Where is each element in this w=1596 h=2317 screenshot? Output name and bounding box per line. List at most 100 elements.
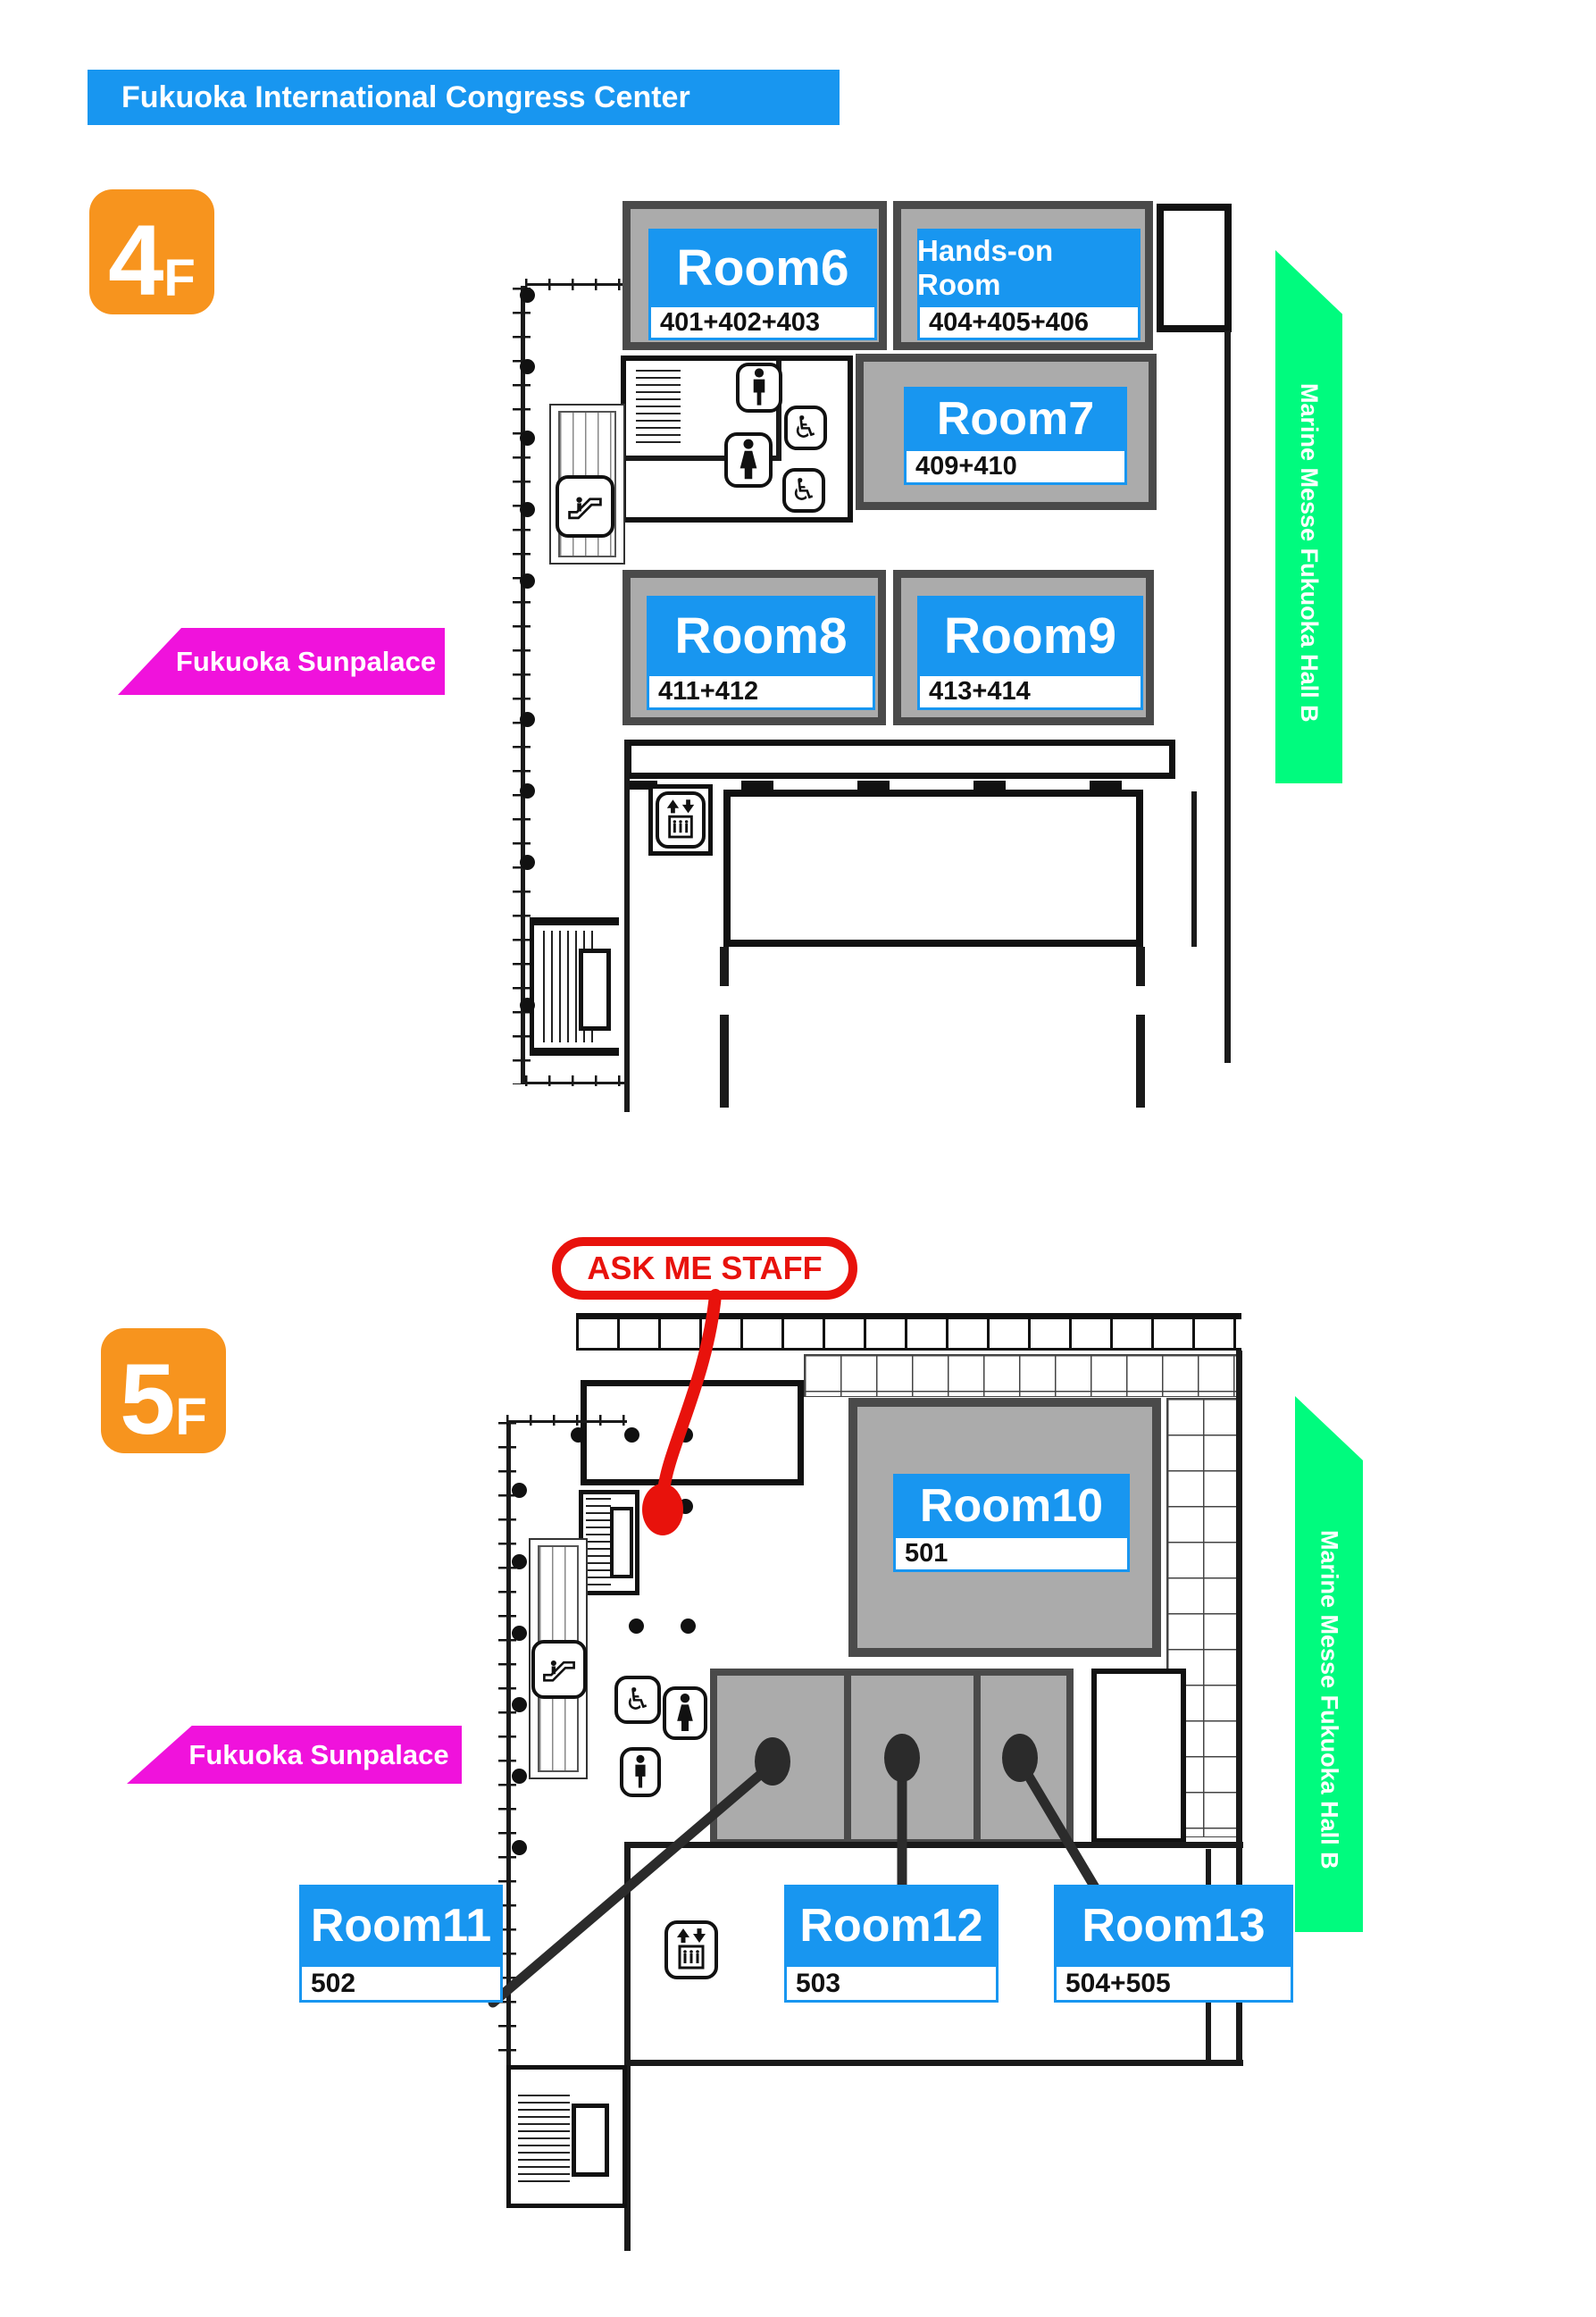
room-name: Room9 [917,596,1143,676]
column-dot [520,359,535,374]
column-dot [681,1619,696,1634]
room-numbers: 409+410 [904,451,1127,485]
wall [720,1015,729,1108]
wheelchair-icon: ♿ [614,1676,661,1724]
room9-label: Room9 413+414 [917,596,1143,710]
stairs-hatch [586,1498,611,1589]
wall [506,1420,627,1423]
wall [624,1842,631,2251]
column-dot [512,1483,527,1498]
stairs-4f [530,917,619,1056]
handson-room-block: Hands-on Room 404+405+406 [893,201,1153,350]
room-name: Room11 [299,1885,503,1967]
room-name: Room13 [1054,1885,1293,1967]
room-name: Room8 [647,596,875,676]
room-numbers: 404+405+406 [917,307,1141,340]
room-name: Room10 [893,1474,1130,1538]
elevator-icon [664,1920,718,1979]
room-divider [973,1676,981,1839]
room-numbers: 401+402+403 [648,307,877,340]
wall [624,740,630,1112]
room-numbers: 504+505 [1054,1967,1293,2003]
stairs-5f [579,1490,639,1595]
wall [1136,947,1145,986]
wall [625,1842,1243,1848]
column-dot [512,1769,527,1784]
wall [1224,330,1231,1063]
room13-label: Room13 504+505 [1054,1885,1293,2003]
column-dot [512,1697,527,1712]
small-room [1091,1669,1186,1844]
floor-badge-5f: 5 F [101,1328,226,1453]
floor-number: 4 [108,205,164,317]
escalator-5f [529,1538,588,1779]
column-dot [678,1427,693,1443]
womens-toilet-icon [663,1686,707,1740]
wall [525,1082,630,1084]
floor-number: 5 [120,1343,176,1456]
floor-suffix: F [175,1387,207,1446]
column-dot [520,288,535,303]
room-name: Room12 [784,1885,999,1967]
hall-b-label: Marine Messe Fukuoka Hall B [1296,382,1323,723]
hall-b-banner-5f: Marine Messe Fukuoka Hall B [1295,1396,1363,1932]
room9-block: Room9 413+414 [893,570,1154,725]
wall [776,361,781,461]
wall [525,283,625,286]
room10-label: Room10 501 [893,1474,1130,1572]
column-dot [520,783,535,799]
mens-toilet-icon [736,363,782,413]
column-dot [520,855,535,870]
handson-room-label: Hands-on Room 404+405+406 [917,229,1141,340]
room11-13-block [710,1669,1074,1846]
room-numbers: 502 [299,1967,503,2003]
room11-label: Room11 502 [299,1885,503,2003]
ask-me-staff-callout: ASK ME STAFF [552,1237,857,1300]
column-dot [624,1427,639,1443]
room8-block: Room8 411+412 [623,570,886,725]
room-divider [844,1676,851,1839]
column-dot [520,431,535,446]
stairs-hatch [518,2095,570,2184]
column-dot [512,1626,527,1641]
room6-block: Room6 401+402+403 [623,201,887,350]
room-numbers: 411+412 [647,676,875,710]
room8-label: Room8 411+412 [647,596,875,710]
mens-toilet-icon [620,1747,661,1797]
escalator-4f [549,404,625,565]
wall [506,1420,511,2065]
room-numbers: 413+414 [917,676,1143,710]
hall-b-label: Marine Messe Fukuoka Hall B [1316,1530,1343,1869]
wall [626,456,781,461]
sunpalace-label: Fukuoka Sunpalace [175,645,437,677]
red-marker-dot [642,1484,683,1535]
column-dot [678,1499,693,1514]
elevator-4f [648,784,713,856]
wall [1136,1015,1145,1108]
womens-toilet-icon [724,432,773,488]
column-dot [571,1427,586,1443]
column-dot [629,1619,644,1634]
room6-label: Room6 401+402+403 [648,229,877,340]
floor-suffix: F [163,248,196,307]
stairs-lower-5f [506,2065,627,2208]
small-room [1157,204,1232,332]
room-name: Room6 [648,229,877,307]
sunpalace-label: Fukuoka Sunpalace [188,1738,449,1770]
stair-core [572,2104,609,2177]
escalator-icon [556,475,614,538]
room7-label: Room7 409+410 [904,387,1127,485]
room-name: Hands-on Room [917,229,1141,307]
room-numbers: 501 [893,1538,1130,1572]
wall [521,286,525,1084]
stair-core [610,1507,633,1578]
column-dot [512,1554,527,1569]
room-name: Room7 [904,387,1127,451]
wheelchair-icon: ♿ [784,406,827,450]
wall-ticks [525,1075,630,1086]
wall-stubs [625,781,1175,790]
restroom-block: ♿ ♿ [621,355,853,523]
page-title: Fukuoka International Congress Center [88,70,840,125]
escalator-icon [531,1640,587,1699]
stair-core [579,949,611,1031]
